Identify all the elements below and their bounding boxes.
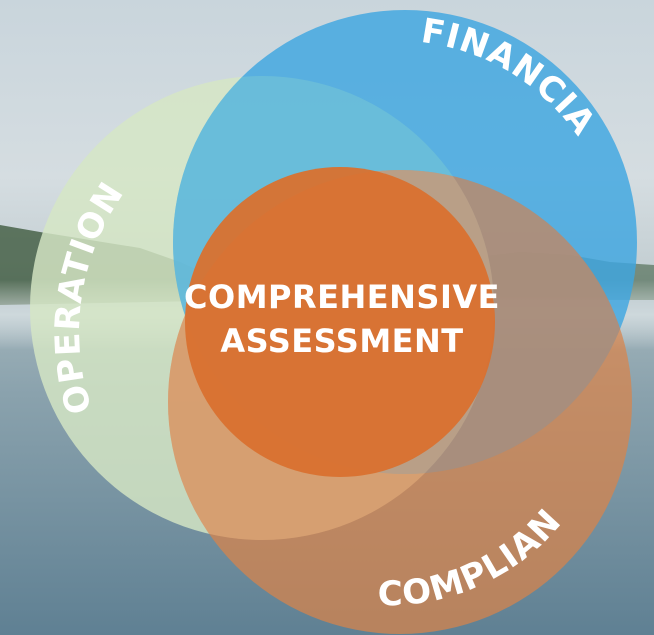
center-label-line-2: ASSESSMENT <box>220 322 463 360</box>
center-circle <box>185 167 495 477</box>
center-label-line-1: COMPREHENSIVE <box>184 278 500 316</box>
